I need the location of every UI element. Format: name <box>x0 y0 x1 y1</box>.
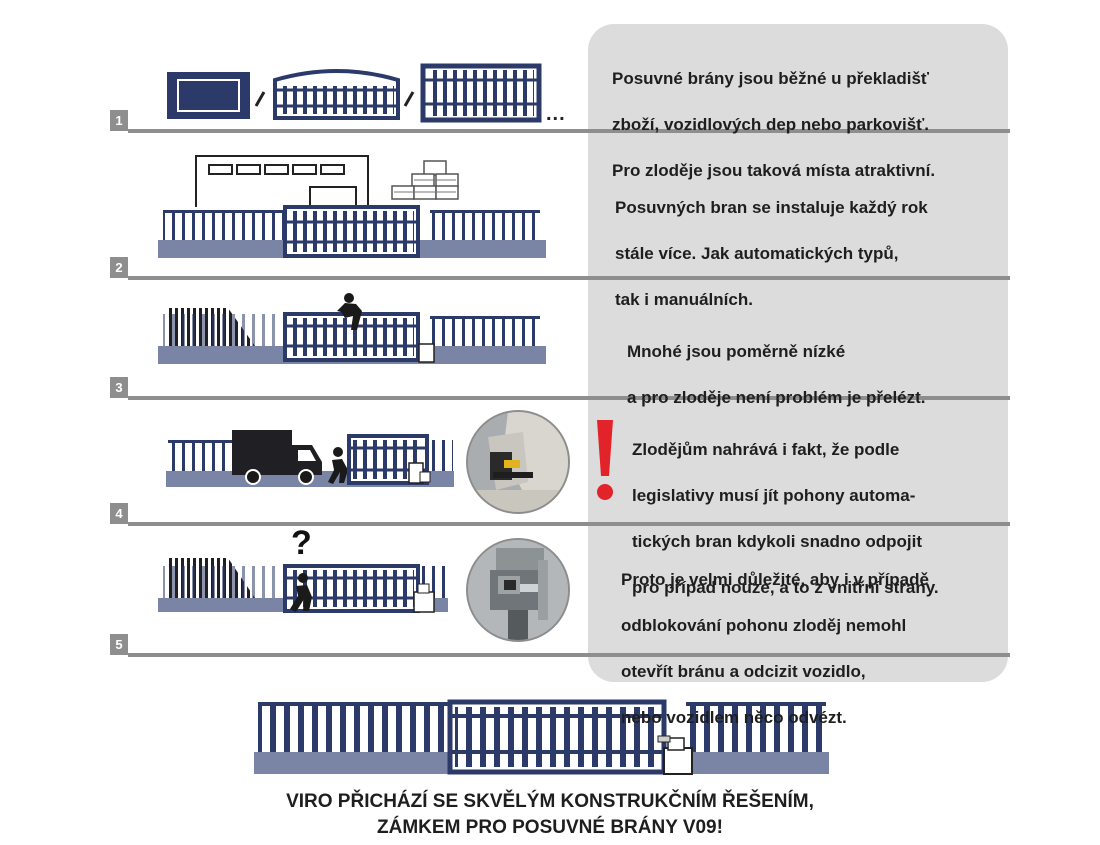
truck-theft-illustration <box>166 430 454 487</box>
step-number-4: 4 <box>110 503 128 524</box>
step-2-line-1: Posuvných bran se instaluje každý rok <box>615 198 928 217</box>
question-mark: ? <box>291 524 312 562</box>
divider-2 <box>128 276 1010 280</box>
divider-4 <box>128 522 1010 526</box>
step-4-line-2: legislativy musí jít pohony automa- <box>632 486 916 505</box>
step-5-line-2: odblokování pohonu zloděj nemohl <box>621 616 907 635</box>
ellipsis: ... <box>546 103 566 125</box>
step-text-1: Posuvné brány jsou běžné u překladišť zb… <box>612 44 935 205</box>
step-1-line-2: zboží, vozidlových dep nebo parkovišť. <box>612 115 930 134</box>
step-number-1: 1 <box>110 110 128 131</box>
text-panel <box>588 24 1008 682</box>
step-text-2: Posuvných bran se instaluje každý rok st… <box>615 173 928 334</box>
v09-gate-illustration <box>254 699 829 775</box>
step-4-line-1: Zlodějům nahrává i fakt, že podle <box>632 440 900 459</box>
warning-exclamation-icon <box>597 420 613 500</box>
release-mechanism-photo <box>466 410 570 514</box>
step-2-line-3: tak i manuálních. <box>615 290 753 309</box>
step-5-line-3: otevřít bránu a odcizit vozidlo, <box>621 662 866 681</box>
thief-gate-illustration <box>158 558 448 613</box>
divider-1 <box>128 129 1010 133</box>
step-3-line-2: a pro zloděje není problém je přelézt. <box>627 388 926 407</box>
step-4-line-4: pro případ nouze, a to z vnitřní strany. <box>632 578 939 597</box>
step-5-line-4: nebo vozidlem něco odvézt. <box>621 708 847 727</box>
headline-line-1: VIRO PŘICHÁZÍ SE SKVĚLÝM KONSTRUKČNÍM ŘE… <box>286 791 814 812</box>
gate-types-illustration <box>167 63 542 123</box>
headline-line-2: ZÁMKEM PRO POSUVNÉ BRÁNY V09! <box>377 817 723 838</box>
divider-5 <box>128 653 1010 657</box>
climbing-thief-illustration <box>158 293 546 364</box>
step-text-5: Proto je velmi důležité, aby i v případě… <box>621 545 929 752</box>
divider-3 <box>128 396 1010 400</box>
step-2-line-2: stále více. Jak automatických typů, <box>615 244 899 263</box>
step-text-4: Zlodějům nahrává i fakt, že podle legisl… <box>632 415 939 622</box>
step-4-line-3: tických bran kdykoli snadno odpojit <box>632 532 922 551</box>
step-3-line-1: Mnohé jsou poměrně nízké <box>627 342 846 361</box>
step-number-5: 5 <box>110 634 128 655</box>
step-number-3: 3 <box>110 377 128 398</box>
step-5-line-1: Proto je velmi důležité, aby i v případě <box>621 570 929 589</box>
depot-gate-illustration <box>158 155 546 258</box>
step-1-line-3: Pro zloděje jsou taková místa atraktivní… <box>612 161 936 180</box>
step-number-2: 2 <box>110 257 128 278</box>
step-text-3: Mnohé jsou poměrně nízké a pro zloděje n… <box>627 317 926 432</box>
v09-lock-photo <box>466 538 570 642</box>
step-1-line-1: Posuvné brány jsou běžné u překladišť <box>612 69 930 88</box>
